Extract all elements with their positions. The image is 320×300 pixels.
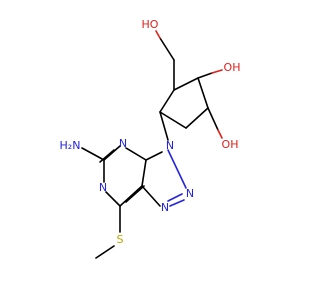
bond-c3a-n1: [145, 151, 163, 161]
label-sulfur: S: [117, 233, 124, 246]
bond-c7-c7a-double: [125, 185, 145, 203]
bond-c5-nh2: [81, 147, 105, 161]
molecule-structure-diagram: HO OH OH N N N N N H₂N S: [60, 18, 241, 259]
label-n-pyrimidine-bottom: N: [99, 181, 107, 194]
bond-s-ch3: [95, 245, 115, 259]
molecule-canvas: HO OH OH N N N N N H₂N S: [60, 18, 241, 259]
bond-c5-c4: [159, 89, 175, 113]
bond-c3a-n: [125, 147, 147, 161]
bond-c2-oh: [207, 107, 219, 131]
bond-c3-oh-tip: [211, 69, 223, 74]
bond-c2-c1: [185, 107, 209, 129]
bond-n-c5-double: [99, 149, 115, 163]
bond-c1-c5: [159, 111, 187, 129]
label-n-triazole-2: N: [186, 187, 194, 200]
label-hydroxymethyl-oh: HO: [142, 18, 159, 31]
bond-ch2-o: [159, 37, 175, 61]
bond-c7a-c3a: [141, 159, 147, 187]
bond-n-c5: [103, 145, 121, 161]
bond-c2-oh-tip: [217, 129, 223, 139]
label-ring-oh-lower: OH: [222, 138, 239, 151]
bond-c4-c3: [173, 77, 199, 91]
bond-n2-n3-double: [167, 193, 183, 202]
bond-c5-n: [159, 111, 169, 141]
bond-ch2-o-tip: [155, 30, 161, 39]
label-n-triazole-1: N: [166, 139, 174, 152]
bond-n-c7: [105, 191, 121, 207]
bond-n1-n2: [167, 149, 187, 189]
label-ring-oh-upper: OH: [224, 61, 241, 74]
label-n-pyrimidine-top: N: [119, 137, 127, 150]
label-n-triazole-3: N: [161, 201, 169, 214]
bond-c7-c7a: [119, 185, 143, 207]
bond-n3-c7a: [141, 185, 161, 207]
label-amino: H₂N: [60, 139, 81, 152]
bond-c3-c2: [197, 77, 209, 109]
bond-n2-n3: [169, 199, 185, 207]
bond-c3-oh: [197, 72, 213, 79]
